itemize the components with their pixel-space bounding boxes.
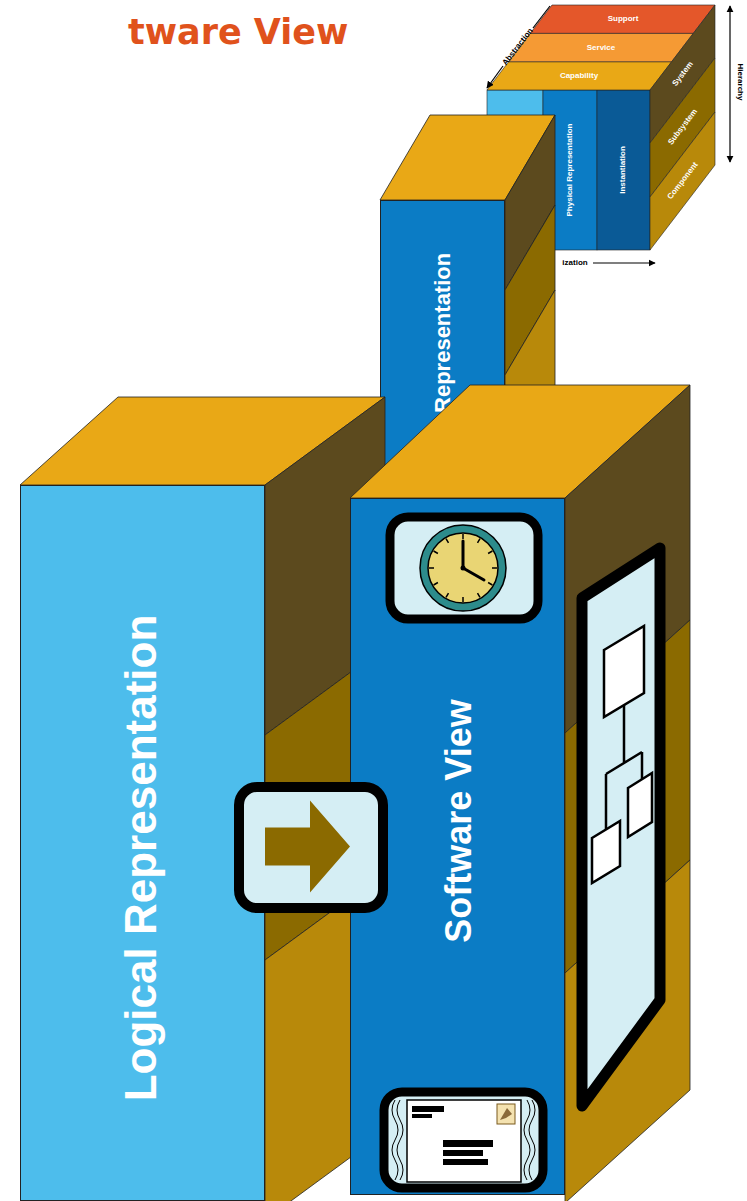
view-box: Logical Representation <box>20 485 265 1201</box>
axis-arrow <box>487 66 503 88</box>
box-side-band <box>565 860 690 1201</box>
tree-box <box>628 773 652 837</box>
box-side-band <box>505 115 555 290</box>
box-title: Software View <box>441 699 477 942</box>
axis-label: ization <box>562 259 587 267</box>
icon-frame <box>582 548 660 1106</box>
cube-column <box>543 90 597 250</box>
cube-cell-label: Instantiation <box>619 146 627 194</box>
cube-cell-label: System <box>671 60 695 87</box>
box-side-band <box>565 385 690 733</box>
tree-icon <box>582 548 660 1106</box>
cube-column <box>597 90 650 250</box>
tree-lines <box>606 705 642 829</box>
flow-arrow <box>265 801 350 893</box>
cube-top-band <box>509 33 694 61</box>
tree-box <box>604 626 644 717</box>
cube-top-band <box>487 62 672 90</box>
axis-label: Hierarchy <box>736 64 744 101</box>
tree-box <box>592 821 620 883</box>
cube-cell-label: Component <box>666 161 699 201</box>
cube-cell-label: Capability <box>560 72 598 80</box>
box-top-face <box>380 115 555 200</box>
box-title: Logical Representation <box>119 615 163 1102</box>
box-title: l Representation <box>432 253 454 425</box>
cube-top-band <box>530 5 715 33</box>
page-title: tware View <box>128 12 348 52</box>
box-side-band <box>505 205 555 375</box>
cube-cell-label: Service <box>587 44 615 52</box>
cube-cell-label: Support <box>608 15 639 23</box>
box-top-face <box>20 397 385 485</box>
axis-arrow <box>593 262 655 263</box>
axis-line <box>533 6 550 28</box>
axis-label: Abstraction <box>501 27 534 67</box>
cube-cell-label: Physical Representation <box>566 124 574 217</box>
box-side-band <box>565 620 690 973</box>
cube-cell-label: Subsystem <box>667 108 699 147</box>
view-box: Software View <box>350 498 565 1195</box>
axis-arrow <box>729 6 730 162</box>
